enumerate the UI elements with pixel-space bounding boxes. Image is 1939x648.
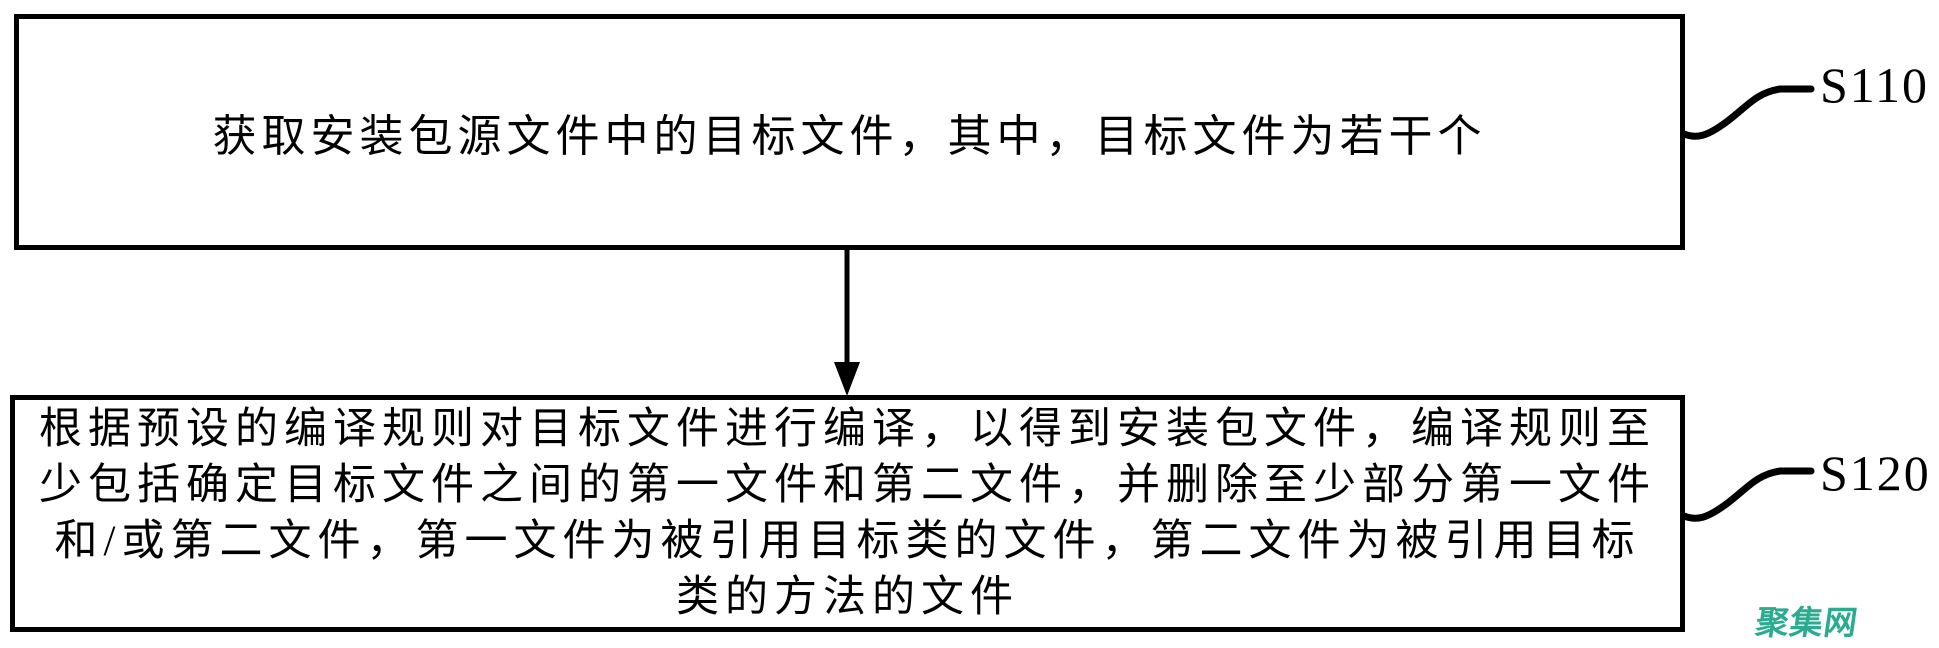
step-s120-text-line: 少包括确定目标文件之间的第一文件和第二文件，并删除至少部分第一文件 bbox=[39, 462, 1656, 509]
flow-arrow-down-icon bbox=[834, 250, 860, 396]
leader-line-s110-icon bbox=[1683, 85, 1815, 140]
step-s120-text-line: 和/或第二文件，第一文件为被引用目标类的文件，第二文件为被引用目标 bbox=[54, 518, 1641, 565]
step-box-s110: 获取安装包源文件中的目标文件，其中，目标文件为若干个 bbox=[14, 14, 1685, 250]
step-s110-text: 获取安装包源文件中的目标文件，其中，目标文件为若干个 bbox=[212, 112, 1487, 161]
step-box-s120: 根据预设的编译规则对目标文件进行编译，以得到安装包文件，编译规则至 少包括确定目… bbox=[10, 395, 1685, 632]
step-s120-text-line: 类的方法的文件 bbox=[676, 574, 1019, 621]
step-label-s110: S110 bbox=[1820, 57, 1929, 113]
watermark-logo: 聚集网 bbox=[1753, 604, 1861, 641]
leader-line-s120-icon bbox=[1683, 467, 1815, 522]
step-label-s120: S120 bbox=[1820, 445, 1931, 501]
step-s120-text-line: 根据预设的编译规则对目标文件进行编译，以得到安装包文件，编译规则至 bbox=[39, 406, 1656, 453]
